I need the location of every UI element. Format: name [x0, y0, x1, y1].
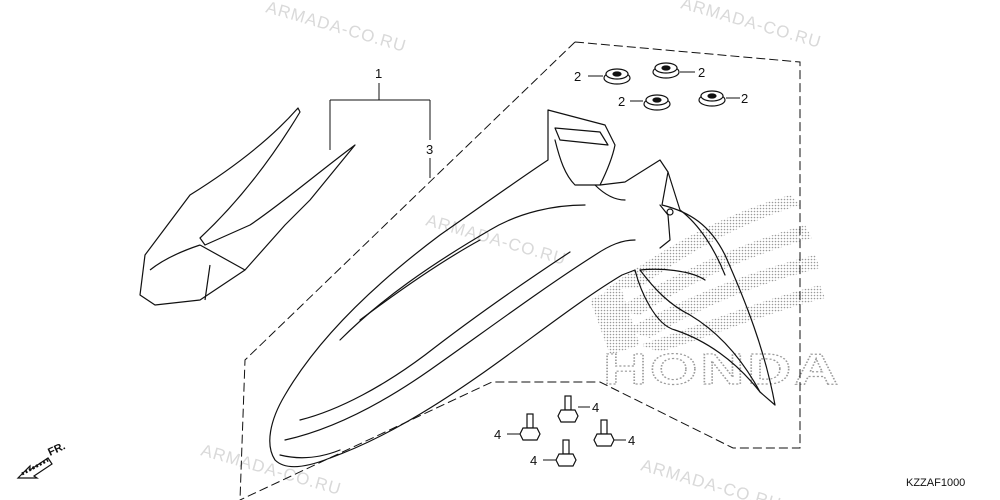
front-direction-arrow — [16, 457, 53, 479]
bolt — [519, 413, 541, 441]
assembly-boundary — [239, 41, 801, 500]
fender-decal — [139, 107, 356, 306]
callout-4: 4 — [592, 400, 599, 415]
bolt — [593, 419, 615, 447]
honda-logo-text: HONDA — [603, 345, 841, 394]
callout-2: 2 — [741, 91, 748, 106]
grommet — [603, 68, 631, 85]
callout-4: 4 — [530, 453, 537, 468]
direction-label: FR. — [46, 440, 67, 458]
callout-4: 4 — [628, 433, 635, 448]
callout-2: 2 — [574, 69, 581, 84]
honda-wing-logo — [590, 195, 825, 355]
watermark: ARMADA-CO.RU — [639, 456, 784, 500]
diagram-code: KZZAF1000 — [906, 477, 965, 489]
front-fender — [269, 109, 776, 468]
callout-4: 4 — [494, 427, 501, 442]
callout-3: 3 — [426, 142, 433, 157]
bolt-leaders — [507, 406, 626, 461]
callout-bracket — [329, 83, 431, 178]
watermark: ARMADA-CO.RU — [199, 441, 344, 499]
watermarks: ARMADA-CO.RU ARMADA-CO.RU ARMADA-CO.RU A… — [199, 0, 824, 500]
grommet-leaders — [588, 71, 740, 102]
watermark: ARMADA-CO.RU — [264, 0, 409, 56]
grommet — [698, 90, 726, 107]
bolt — [557, 395, 579, 423]
callout-2: 2 — [618, 94, 625, 109]
bolt — [555, 439, 577, 467]
grommet — [643, 94, 671, 111]
callout-2: 2 — [698, 65, 705, 80]
watermark: ARMADA-CO.RU — [679, 0, 824, 52]
callout-1: 1 — [375, 66, 382, 81]
grommet — [652, 62, 680, 79]
